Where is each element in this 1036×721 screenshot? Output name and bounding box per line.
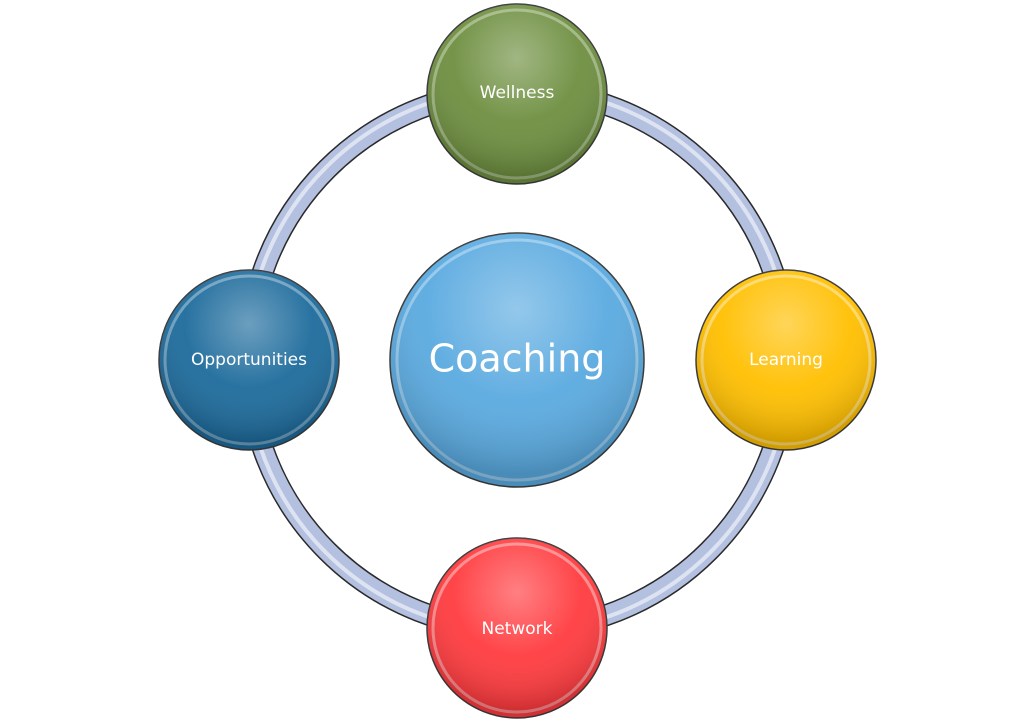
node-label-network: Network xyxy=(482,619,553,639)
node-label-wellness: Wellness xyxy=(480,83,555,103)
node-label-opportunities: Opportunities xyxy=(191,350,307,370)
node-opportunities: Opportunities xyxy=(158,269,340,451)
center-node-coaching: Coaching xyxy=(389,232,645,488)
node-wellness: Wellness xyxy=(426,3,608,185)
center-label: Coaching xyxy=(429,337,606,381)
node-learning: Learning xyxy=(695,269,877,451)
node-network: Network xyxy=(426,537,608,719)
node-label-learning: Learning xyxy=(749,350,823,370)
